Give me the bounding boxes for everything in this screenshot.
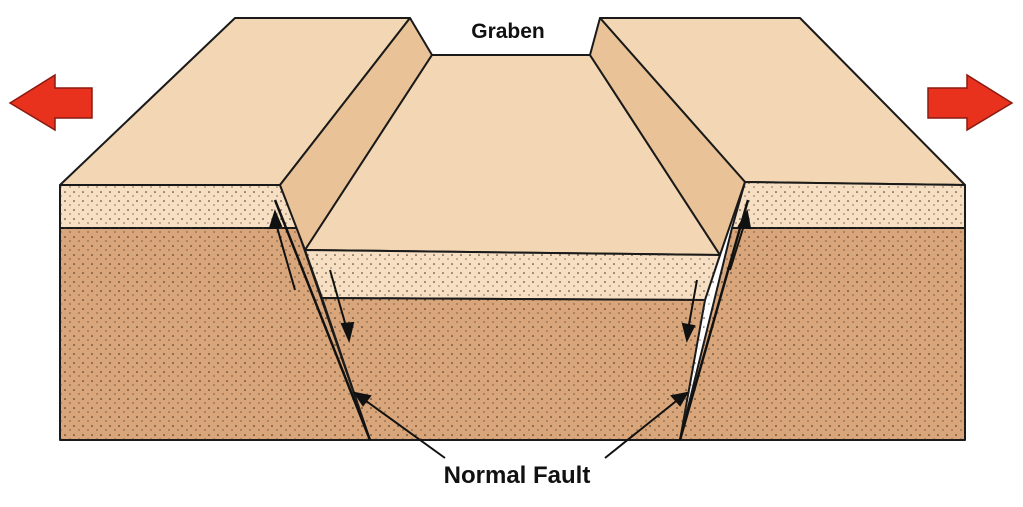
fault-pointer-right: [604, 391, 689, 459]
fault-pointer-left: [352, 391, 446, 459]
left-fault-line: [273, 199, 372, 441]
normal-fault-label: Normal Fault: [444, 462, 591, 489]
graben-down-arrow-icon-right: [681, 279, 698, 343]
stipple-texture: [60, 182, 965, 440]
left-block-up-arrow-icon: [268, 209, 296, 291]
left-extension-arrow-icon: [8, 73, 93, 132]
right-block-up-arrow-icon: [729, 209, 752, 271]
graben-label: Graben: [471, 20, 545, 43]
right-extension-arrow-icon: [927, 73, 1014, 132]
right-fault-line: [678, 199, 750, 441]
graben-down-arrow-icon-left: [329, 269, 355, 344]
